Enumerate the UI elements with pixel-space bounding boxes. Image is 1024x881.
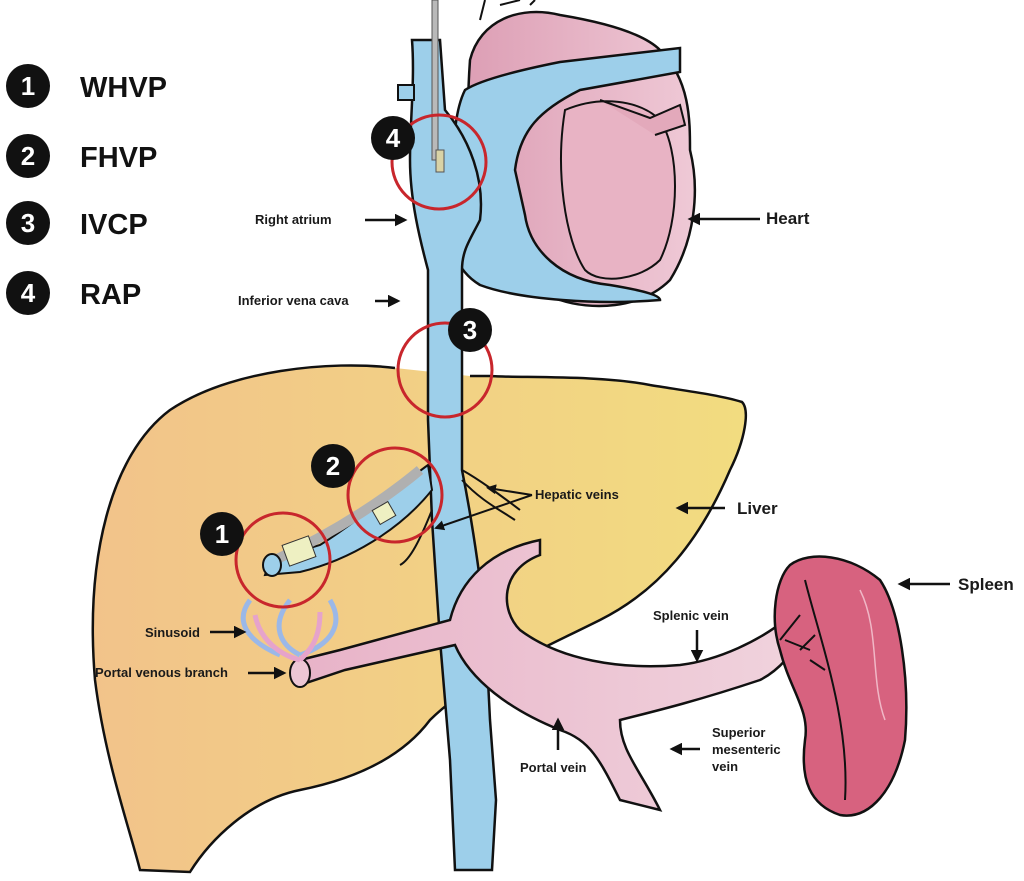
portal-venous-branch-end bbox=[289, 658, 311, 688]
svg-text:FHVP: FHVP bbox=[80, 142, 157, 174]
marker-circle-1 bbox=[234, 511, 332, 609]
svg-text:WHVP: WHVP bbox=[80, 72, 167, 104]
label-smv-line2: mesenteric bbox=[712, 742, 781, 757]
label-heart: Heart bbox=[766, 209, 810, 228]
label-spleen: Spleen bbox=[958, 575, 1014, 594]
marker-circle-2 bbox=[346, 446, 444, 544]
label-smv-line3: vein bbox=[712, 759, 738, 774]
badge-1: 1 bbox=[200, 512, 244, 556]
badge-2: 2 bbox=[311, 444, 355, 488]
left-ventricle bbox=[560, 100, 676, 280]
legend-item-ivcp: 3 IVCP bbox=[6, 201, 148, 245]
badge-4: 4 bbox=[371, 116, 415, 160]
measurement-markers bbox=[234, 113, 494, 609]
marker-circle-4 bbox=[390, 113, 488, 211]
label-inferior-vena-cava: Inferior vena cava bbox=[238, 293, 349, 308]
svg-text:IVCP: IVCP bbox=[80, 209, 148, 241]
liver-shape bbox=[91, 364, 748, 874]
svg-text:3: 3 bbox=[463, 315, 477, 345]
label-smv-line1: Superior bbox=[712, 725, 765, 740]
svg-text:RAP: RAP bbox=[80, 279, 141, 311]
legend-item-rap: 4 RAP bbox=[6, 271, 141, 315]
label-splenic-vein: Splenic vein bbox=[653, 608, 729, 623]
label-hepatic-veins: Hepatic veins bbox=[535, 487, 619, 502]
svg-text:1: 1 bbox=[21, 71, 35, 101]
label-liver: Liver bbox=[737, 499, 778, 518]
annotation-labels: Right atrium Inferior vena cava Heart He… bbox=[95, 209, 1014, 775]
svg-text:4: 4 bbox=[21, 278, 36, 308]
svg-text:3: 3 bbox=[21, 208, 35, 238]
svg-text:1: 1 bbox=[215, 519, 229, 549]
label-sinusoid: Sinusoid bbox=[145, 625, 200, 640]
marker-circle-3 bbox=[396, 321, 494, 419]
legend-item-fhvp: 2 FHVP bbox=[6, 134, 157, 178]
label-right-atrium: Right atrium bbox=[255, 212, 332, 227]
svg-text:2: 2 bbox=[21, 141, 35, 171]
spleen-shape bbox=[773, 555, 908, 817]
svg-text:2: 2 bbox=[326, 451, 340, 481]
portal-vein bbox=[298, 538, 802, 812]
legend-item-whvp: 1 WHVP bbox=[6, 64, 167, 108]
svg-text:4: 4 bbox=[386, 123, 401, 153]
legend: 1 WHVP 2 FHVP 3 IVCP 4 RAP bbox=[6, 64, 167, 315]
label-portal-venous-branch: Portal venous branch bbox=[95, 665, 228, 680]
badge-3: 3 bbox=[448, 308, 492, 352]
label-portal-vein: Portal vein bbox=[520, 760, 587, 775]
